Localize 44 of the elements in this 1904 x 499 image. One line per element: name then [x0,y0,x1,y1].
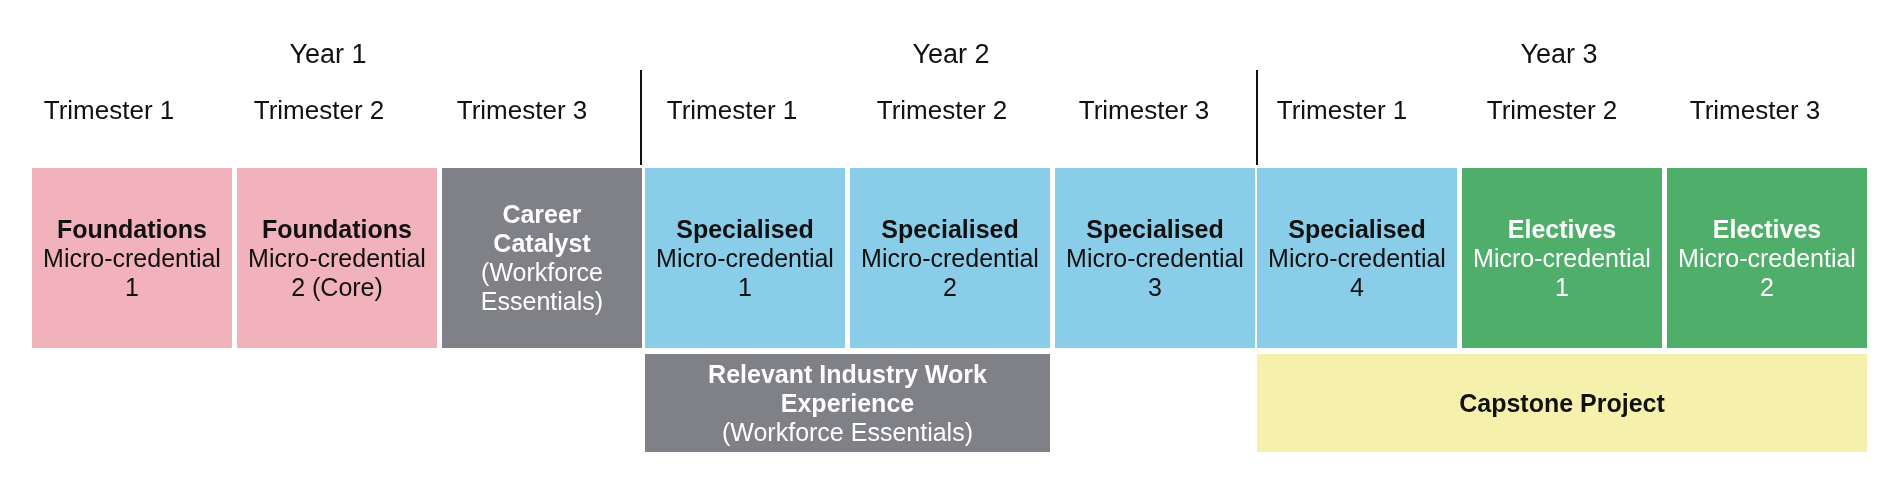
course-title: Specialised [1288,214,1426,244]
course-subtitle: Micro-credential 2 [1677,243,1857,302]
trimester-heading: Trimester 3 [1689,97,1821,123]
course-block [442,168,642,348]
course-subtitle: Micro-credential 3 [1065,243,1245,302]
course-subtitle: (Workforce Essentials) [722,417,973,447]
year-heading: Year 2 [912,41,990,68]
trimester-heading: Trimester 2 [876,97,1008,123]
trimester-heading: Trimester 2 [1486,97,1618,123]
trimester-heading: Trimester 1 [1276,97,1408,123]
course-subtitle: Micro-credential 1 [42,243,222,302]
course-title: Career Catalyst [492,200,592,258]
course-title: Capstone Project [1459,388,1665,418]
trimester-heading: Trimester 1 [43,97,175,123]
course-subtitle: Micro-credential 2 [860,243,1040,302]
trimester-heading: Trimester 3 [1078,97,1210,123]
course-title: Electives [1507,214,1617,244]
course-subtitle: Micro-credential 1 [1472,243,1652,302]
course-block [1667,168,1867,348]
course-title: Specialised [1086,214,1224,244]
course-subtitle: Micro-credential 2 (Core) [247,243,427,302]
course-subtitle: (Workforce Essentials) [479,258,605,316]
course-subtitle: Micro-credential 4 [1267,243,1447,302]
trimester-heading: Trimester 1 [666,97,798,123]
course-subtitle: Micro-credential 1 [655,243,835,302]
course-block [1055,168,1255,348]
course-block [850,168,1050,348]
course-block [1257,168,1457,348]
course-title: Specialised [676,214,814,244]
year-heading: Year 1 [289,41,367,68]
course-title: Foundations [262,214,412,244]
course-title: Electives [1712,214,1822,244]
course-title: Relevant Industry Work Experience [707,359,988,418]
trimester-heading: Trimester 2 [253,97,385,123]
course-title: Specialised [881,214,1019,244]
year-heading: Year 3 [1520,41,1598,68]
course-block [645,354,1050,452]
course-block [32,168,232,348]
course-title: Foundations [57,214,207,244]
trimester-heading: Trimester 3 [456,97,588,123]
course-block [1257,354,1867,452]
course-block [645,168,845,348]
course-block [237,168,437,348]
course-block [1462,168,1662,348]
